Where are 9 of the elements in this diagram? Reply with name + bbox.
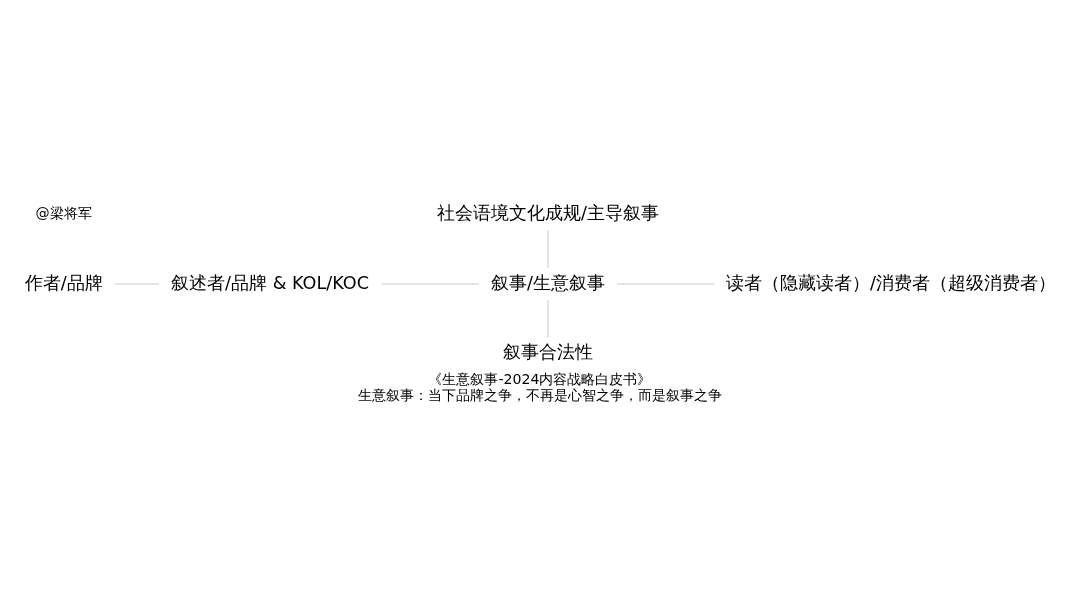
node-text: 叙述者/品牌 & KOL/KOC — [171, 272, 370, 292]
caption: 生意叙事：当下品牌之争，不再是心智之争，而是叙事之争 — [358, 386, 722, 403]
node-text: 读者（隐藏读者）/消费者（超级消费者） — [726, 272, 1057, 292]
node-text: 作者/品牌 — [24, 272, 103, 292]
node-text: 社会语境文化成规/主导叙事 — [436, 202, 659, 223]
diagram-title: 《生意叙事-2024内容战略白皮书》 — [428, 370, 652, 387]
node-text: 叙事合法性 — [502, 341, 593, 362]
label: @梁将军 — [35, 204, 92, 221]
node-text: 叙事/生意叙事 — [490, 272, 605, 292]
